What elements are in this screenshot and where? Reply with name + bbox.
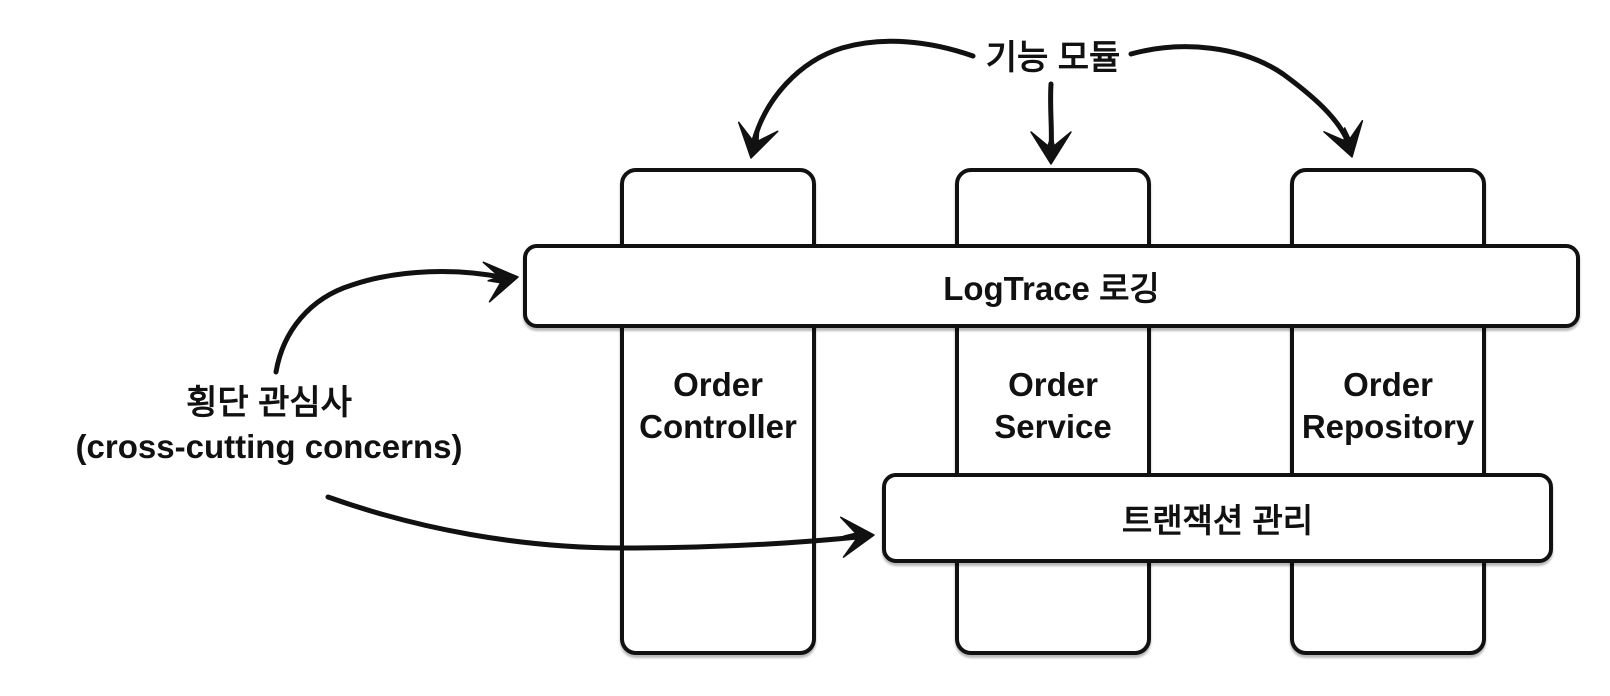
module-box-order-service: Order Service xyxy=(955,168,1151,655)
concern-bar-logtrace: LogTrace 로깅 xyxy=(523,244,1580,328)
concern-label-logtrace: LogTrace 로깅 xyxy=(943,270,1160,307)
module-box-order-repository: Order Repository xyxy=(1290,168,1486,655)
function-module-label: 기능 모듈 xyxy=(985,39,1121,77)
arrow-function-module-to-repository xyxy=(1128,44,1364,158)
module-label-order-service: Order Service xyxy=(994,366,1112,445)
concern-bar-transaction: 트랜잭션 관리 xyxy=(882,473,1553,563)
module-box-order-controller: Order Controller xyxy=(620,168,816,655)
arrow-cross-cutting-to-logtrace xyxy=(273,261,519,375)
cross-cutting-label: 횡단 관심사 (cross-cutting concerns) xyxy=(38,381,500,469)
module-label-order-repository: Order Repository xyxy=(1301,366,1475,445)
arrow-function-module-to-service xyxy=(1030,81,1072,165)
cross-cutting-label-english: (cross-cutting concerns) xyxy=(75,428,463,465)
module-label-order-controller: Order Controller xyxy=(639,366,797,445)
concern-label-transaction: 트랜잭션 관리 xyxy=(1121,502,1314,539)
cross-cutting-label-korean: 횡단 관심사 xyxy=(186,384,352,422)
arrow-function-module-to-controller xyxy=(737,38,976,159)
